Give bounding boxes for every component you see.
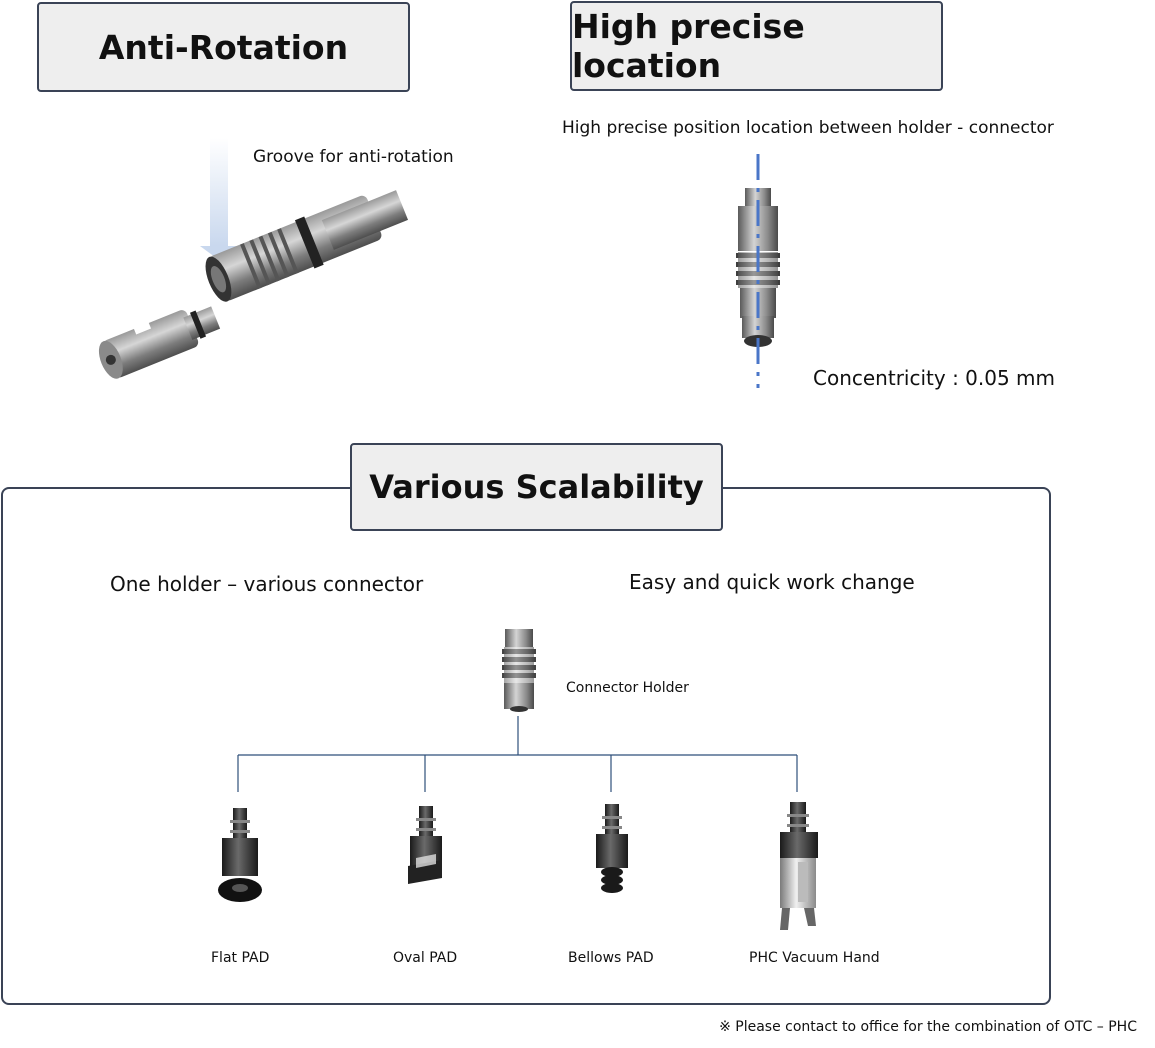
- connector-label-bellows-pad: Bellows PAD: [568, 950, 654, 966]
- oval-pad-image: [408, 806, 442, 884]
- flat-pad-image: [218, 808, 262, 902]
- connector-label-phc-vacuum-hand: PHC Vacuum Hand: [749, 950, 880, 966]
- anti-rotation-illustration: [98, 138, 409, 379]
- anti-rotation-caption: Groove for anti-rotation: [253, 147, 454, 167]
- anti-rotation-title: Anti-Rotation: [37, 2, 410, 92]
- bellows-pad-image: [596, 804, 628, 893]
- precise-location-caption: High precise position location between h…: [562, 118, 1054, 138]
- connector-part: [98, 306, 221, 379]
- precise-location-illustration: [736, 154, 780, 388]
- holder-image: [502, 629, 536, 712]
- down-arrow-icon: [200, 138, 238, 260]
- connector-label-oval-pad: Oval PAD: [393, 950, 458, 966]
- holder-label: Connector Holder: [566, 680, 689, 696]
- scalability-left-caption: One holder – various connector: [110, 572, 424, 596]
- connector-label-flat-pad: Flat PAD: [211, 950, 270, 966]
- concentricity-caption: Concentricity : 0.05 mm: [813, 366, 1056, 390]
- connector-holder-part: [205, 190, 409, 302]
- footnote: ※ Please contact to office for the combi…: [719, 1019, 1137, 1035]
- scalability-right-caption: Easy and quick work change: [629, 570, 915, 594]
- scalability-title: Various Scalability: [350, 443, 723, 531]
- precise-location-title: High precise location: [570, 1, 943, 91]
- phc-vacuum-hand-image: [780, 802, 818, 930]
- scalability-panel: [1, 487, 1051, 1005]
